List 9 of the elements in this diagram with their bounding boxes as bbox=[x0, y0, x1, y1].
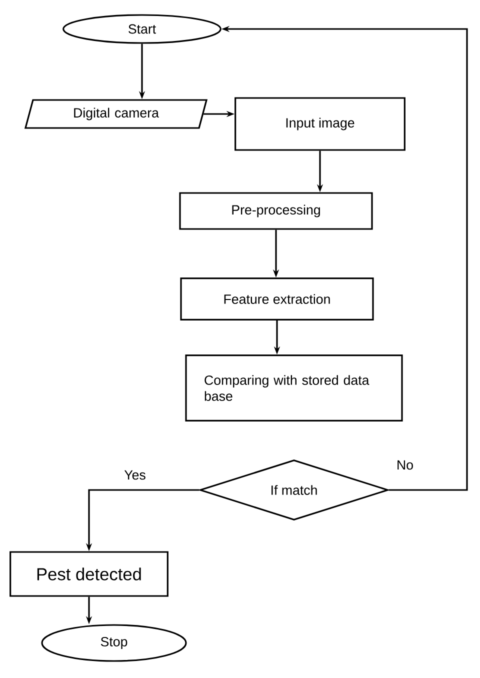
process-box: Input image bbox=[234, 97, 406, 151]
stop-oval: Stop bbox=[41, 624, 187, 662]
process-box: Feature extraction bbox=[180, 278, 374, 320]
process-box: Pest detected bbox=[10, 551, 168, 597]
process-box: Comparing with stored data base bbox=[185, 354, 403, 422]
start-oval: Start bbox=[62, 14, 222, 44]
edge-label: No bbox=[395, 459, 415, 471]
edge-label: Yes bbox=[122, 469, 148, 481]
process-box: Pre-processing bbox=[179, 192, 373, 230]
